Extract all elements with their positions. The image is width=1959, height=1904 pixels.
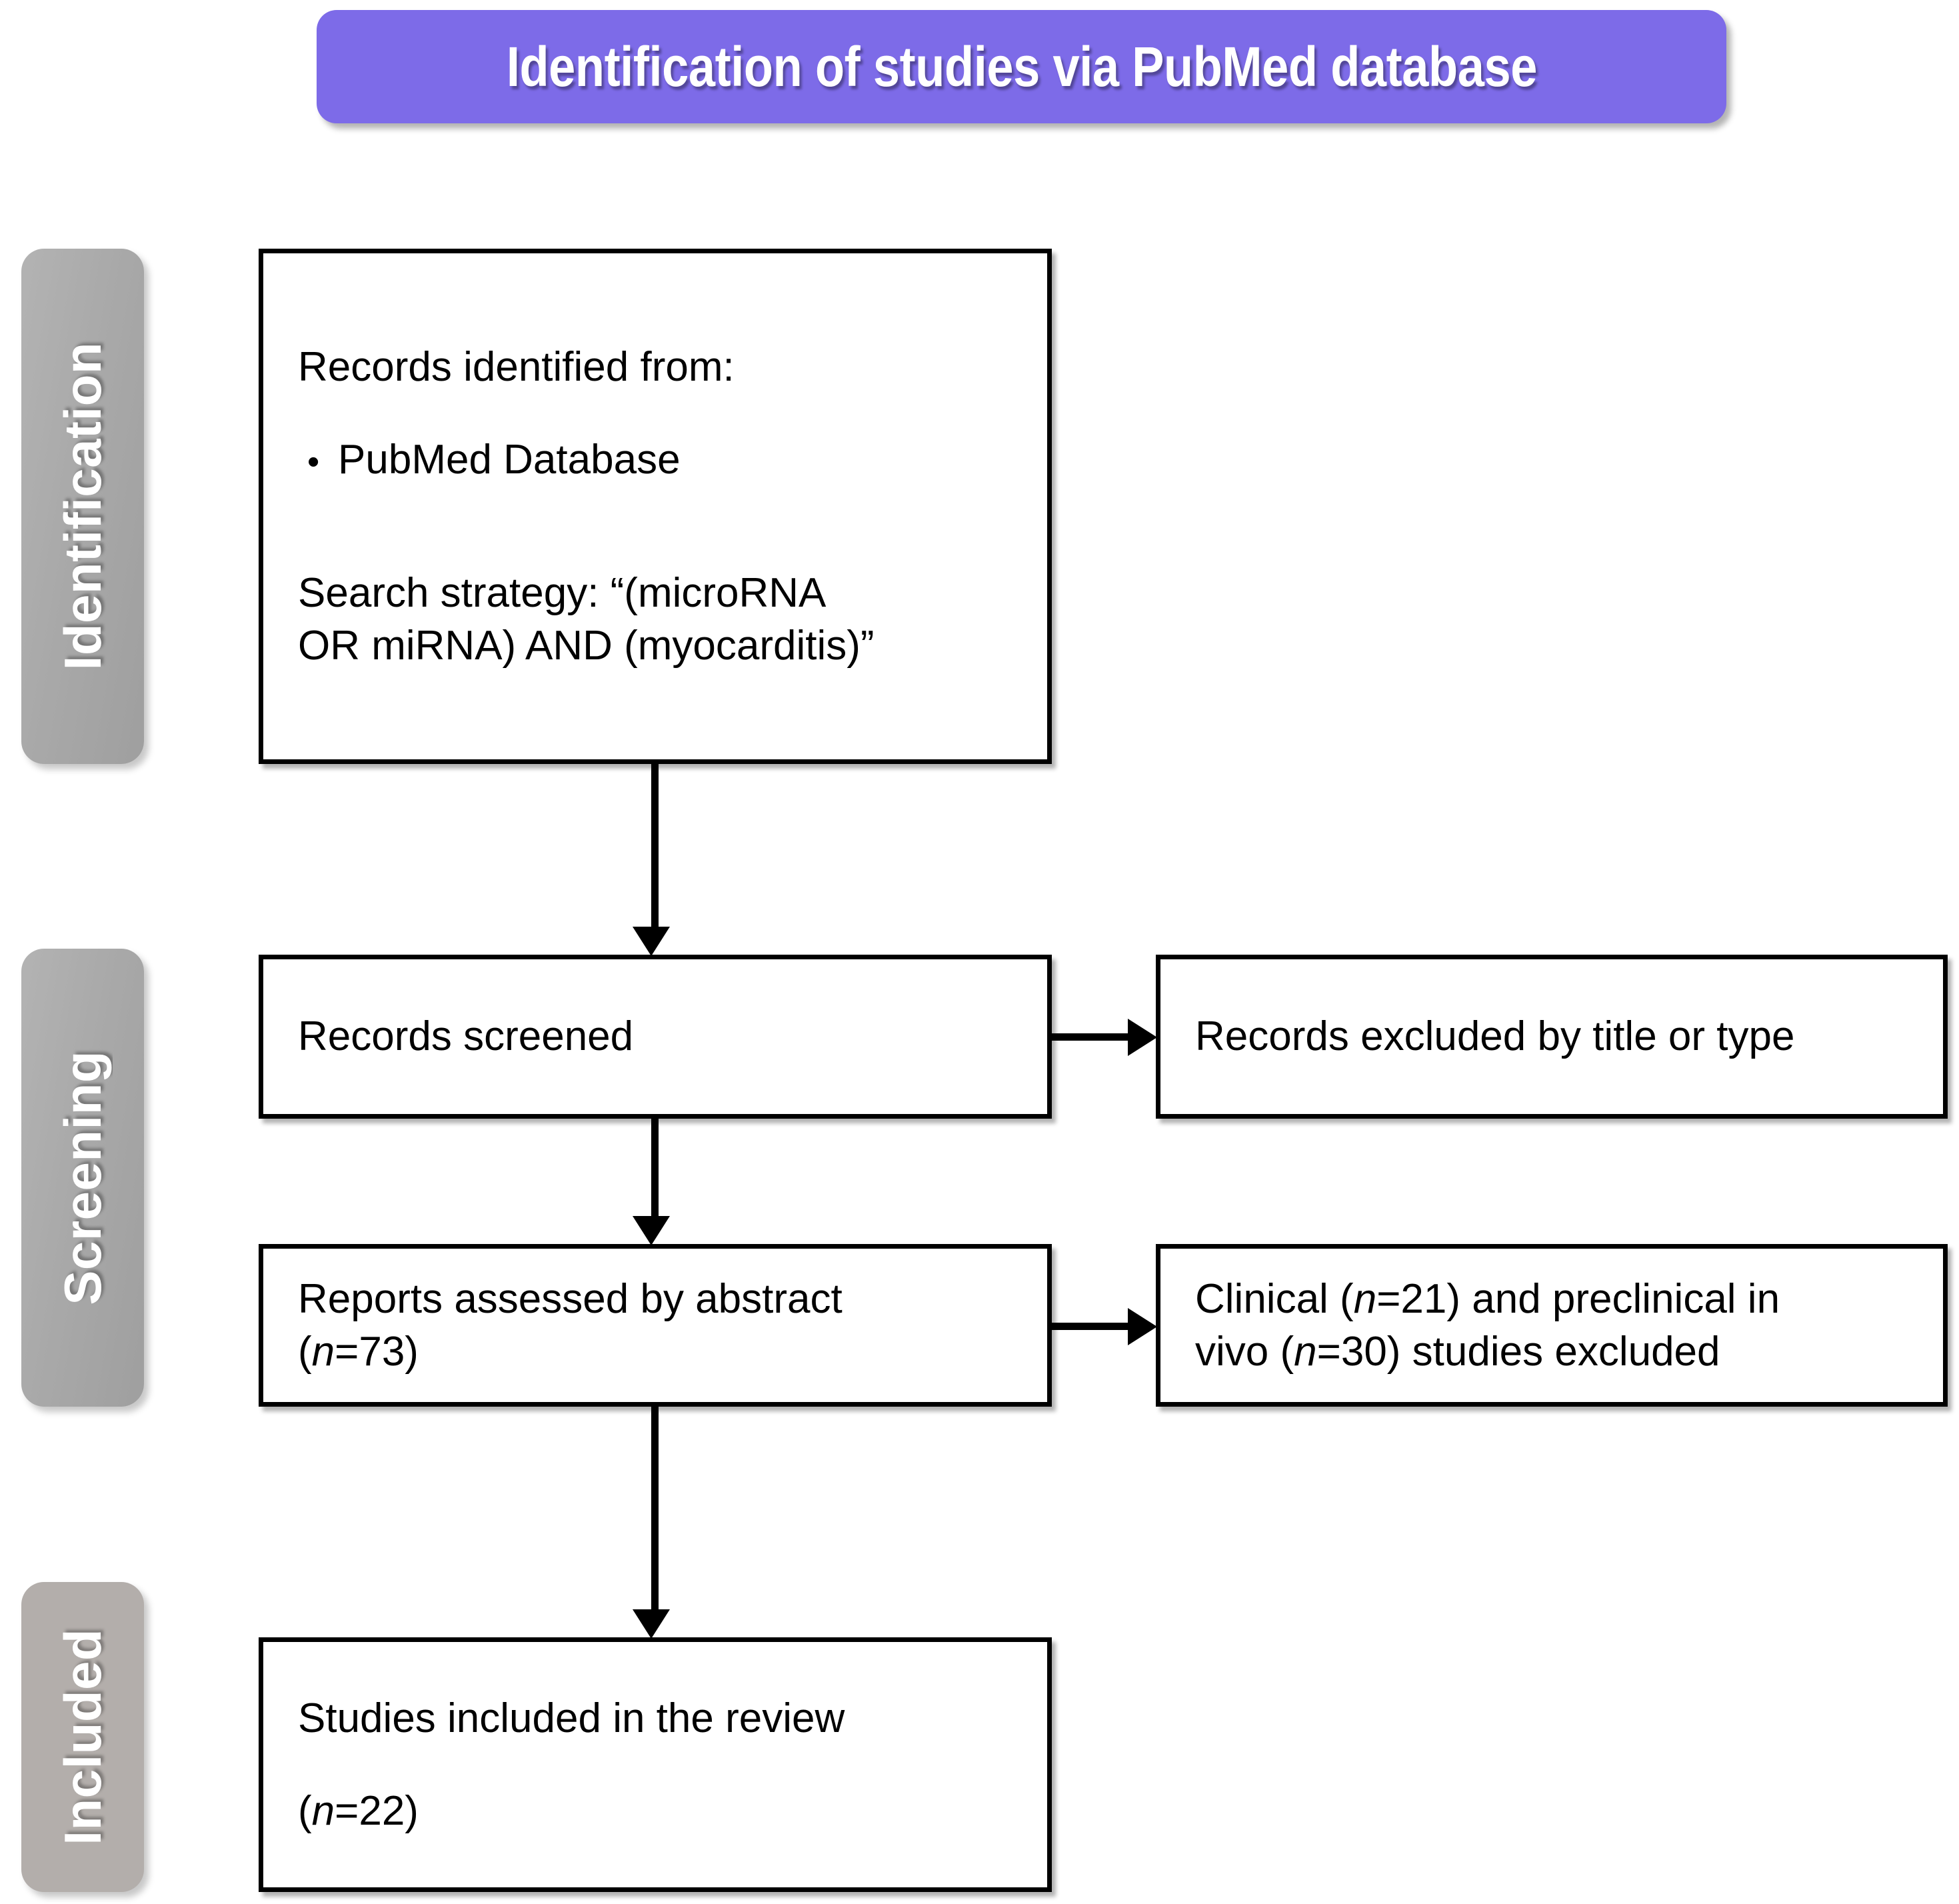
box-records-screened: Records screened bbox=[259, 955, 1052, 1119]
spacer bbox=[298, 1745, 1023, 1785]
records-identified-source-label: PubMed Database bbox=[338, 437, 681, 483]
arrow-assessed-to-excluded-line bbox=[1052, 1323, 1130, 1330]
spacer bbox=[298, 393, 1023, 433]
reports-assessed-count-value: =73) bbox=[335, 1329, 419, 1375]
spacer bbox=[298, 527, 1023, 567]
studies-excluded-clinical-prefix: Clinical ( bbox=[1195, 1275, 1354, 1322]
studies-excluded-preclinical-value: =30) studies excluded bbox=[1316, 1329, 1720, 1375]
arrow-identified-to-screened-head-icon bbox=[633, 927, 670, 956]
arrow-screened-to-excluded-head-icon bbox=[1128, 1019, 1157, 1056]
stage-label-included: Included bbox=[53, 1629, 112, 1845]
studies-included-count: (n=22) bbox=[298, 1785, 1023, 1837]
arrow-assessed-to-included-line bbox=[651, 1407, 659, 1613]
box-studies-excluded-clinical-preclinical: Clinical (n=21) and preclinical in vivo … bbox=[1156, 1244, 1948, 1407]
reports-assessed-count-prefix: ( bbox=[298, 1329, 312, 1375]
search-strategy-line-2: OR miRNA) AND (myocarditis)” bbox=[298, 622, 875, 669]
box-records-screened-content: Records screened bbox=[263, 1010, 1047, 1063]
stage-label-screening: Screening bbox=[53, 1050, 112, 1305]
studies-included-count-prefix: ( bbox=[298, 1788, 312, 1834]
bullet-icon: • bbox=[307, 443, 320, 482]
box-records-excluded-title-type-content: Records excluded by title or type bbox=[1160, 1010, 1943, 1063]
stage-bar-included: Included bbox=[21, 1582, 144, 1892]
page-title: Identification of studies via PubMed dat… bbox=[506, 35, 1537, 98]
arrow-assessed-to-included-head-icon bbox=[633, 1609, 670, 1639]
box-records-identified: Records identified from: • PubMed Databa… bbox=[259, 249, 1052, 764]
reports-assessed-count-n-symbol: n bbox=[311, 1329, 335, 1375]
studies-excluded-preclinical-prefix: vivo ( bbox=[1195, 1329, 1294, 1375]
arrow-screened-to-excluded-line bbox=[1052, 1033, 1130, 1041]
records-identified-source-item: • PubMed Database bbox=[298, 433, 1023, 486]
records-excluded-title-type-label: Records excluded by title or type bbox=[1195, 1013, 1795, 1060]
box-reports-assessed-content: Reports assessed by abstract (n=73) bbox=[263, 1273, 1047, 1379]
arrow-assessed-to-excluded-head-icon bbox=[1128, 1308, 1157, 1345]
stage-label-identification: Identification bbox=[53, 342, 112, 671]
reports-assessed-label: Reports assessed by abstract bbox=[298, 1275, 843, 1322]
box-reports-assessed: Reports assessed by abstract (n=73) bbox=[259, 1244, 1052, 1407]
spacer bbox=[298, 487, 1023, 527]
studies-excluded-clinical-n-symbol: n bbox=[1353, 1275, 1377, 1322]
studies-included-label: Studies included in the review bbox=[298, 1695, 845, 1741]
studies-excluded-clinical-value: =21) and preclinical in bbox=[1376, 1275, 1780, 1322]
records-identified-heading: Records identified from: bbox=[298, 343, 735, 390]
search-strategy-line-1: Search strategy: “(microRNA bbox=[298, 569, 827, 616]
box-studies-included-content: Studies included in the review (n=22) bbox=[263, 1692, 1047, 1838]
arrow-identified-to-screened-line bbox=[651, 764, 659, 932]
arrow-screened-to-assessed-line bbox=[651, 1119, 659, 1219]
studies-excluded-preclinical-n-symbol: n bbox=[1294, 1329, 1317, 1375]
stage-bar-screening: Screening bbox=[21, 949, 144, 1407]
box-records-identified-content: Records identified from: • PubMed Databa… bbox=[263, 341, 1047, 672]
reports-assessed-count: (n=73) bbox=[298, 1325, 1023, 1378]
studies-included-count-n-symbol: n bbox=[311, 1788, 335, 1834]
studies-excluded-line-1: Clinical (n=21) and preclinical in bbox=[1195, 1273, 1919, 1325]
box-studies-included: Studies included in the review (n=22) bbox=[259, 1637, 1052, 1892]
box-studies-excluded-content: Clinical (n=21) and preclinical in vivo … bbox=[1160, 1273, 1943, 1379]
diagram-header-banner: Identification of studies via PubMed dat… bbox=[317, 10, 1726, 123]
arrow-screened-to-assessed-head-icon bbox=[633, 1216, 670, 1245]
studies-included-count-value: =22) bbox=[335, 1788, 419, 1834]
studies-excluded-line-2: vivo (n=30) studies excluded bbox=[1195, 1325, 1919, 1378]
box-records-excluded-title-type: Records excluded by title or type bbox=[1156, 955, 1948, 1119]
stage-bar-identification: Identification bbox=[21, 249, 144, 764]
records-screened-label: Records screened bbox=[298, 1013, 634, 1060]
